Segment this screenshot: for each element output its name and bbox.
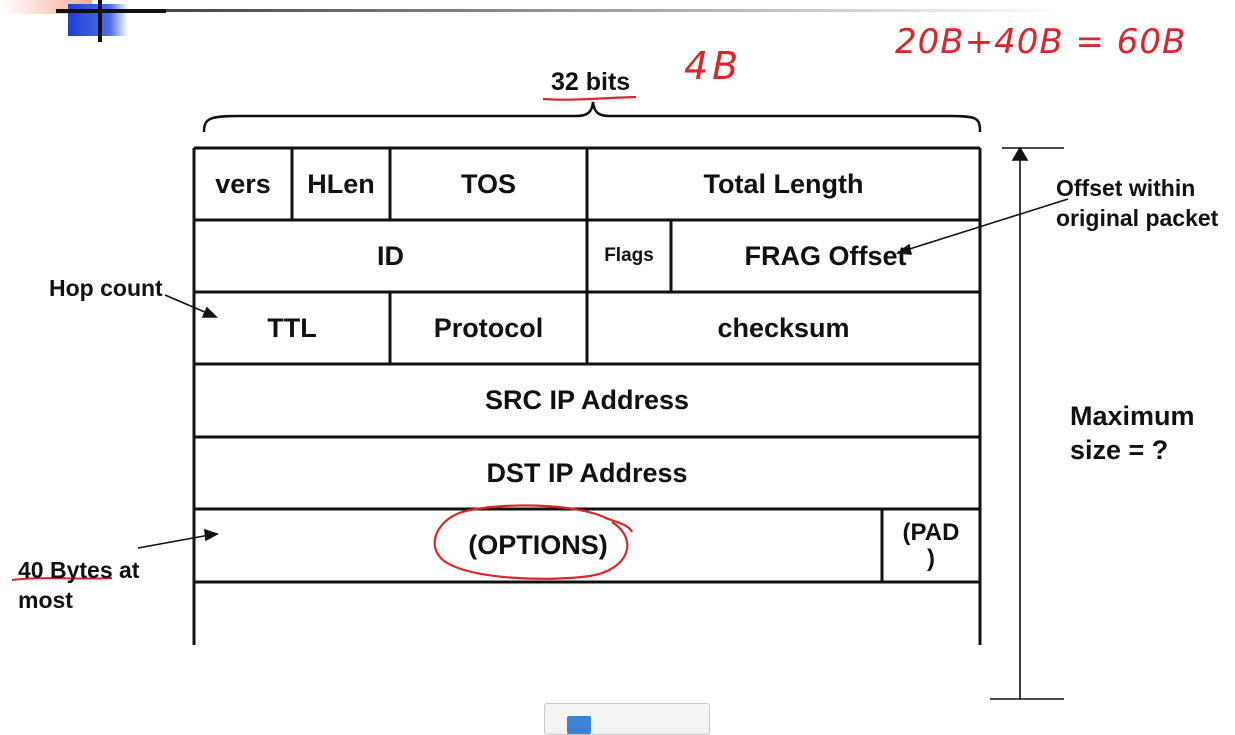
field-options: (OPTIONS)	[468, 530, 608, 560]
field-ttl: TTL	[267, 312, 317, 343]
options-arrow	[137, 528, 219, 549]
bottom-toolbar[interactable]	[544, 703, 710, 735]
field-flags: Flags	[604, 245, 654, 266]
max-size-label: Maximum size = ?	[1070, 401, 1195, 465]
field-total-length: Total Length	[703, 168, 864, 199]
hop-count-arrow	[164, 294, 218, 318]
max-size-arrow	[990, 146, 1064, 700]
width-brace	[202, 101, 982, 133]
field-id: ID	[377, 240, 404, 271]
underline-red	[542, 95, 637, 101]
width-label: 32 bits	[551, 68, 631, 96]
handwritten-sum: 20B+40B = 60B	[895, 22, 1187, 62]
header-frame	[192, 146, 982, 645]
field-protocol: Protocol	[433, 312, 544, 343]
window-icon	[567, 716, 591, 734]
field-pad: (PAD )	[902, 518, 960, 572]
bytes-underline	[11, 577, 113, 581]
field-vers: vers	[215, 168, 271, 199]
field-src-ip: SRC IP Address	[484, 385, 690, 415]
field-checksum: checksum	[717, 312, 850, 343]
handwritten-4b: 4B	[684, 44, 743, 88]
field-dst-ip: DST IP Address	[486, 457, 688, 488]
field-frag-offset: FRAG Offset	[744, 240, 907, 271]
hop-count-label: Hop count	[49, 275, 163, 301]
offset-note: Offset within original packet	[1056, 175, 1219, 231]
slide-logo	[0, 0, 1066, 42]
field-tos: TOS	[460, 168, 516, 199]
options-note: 40 Bytes at most	[18, 557, 140, 613]
offset-arrow	[895, 198, 1069, 255]
field-hlen: HLen	[307, 168, 375, 199]
options-circle	[433, 504, 633, 580]
